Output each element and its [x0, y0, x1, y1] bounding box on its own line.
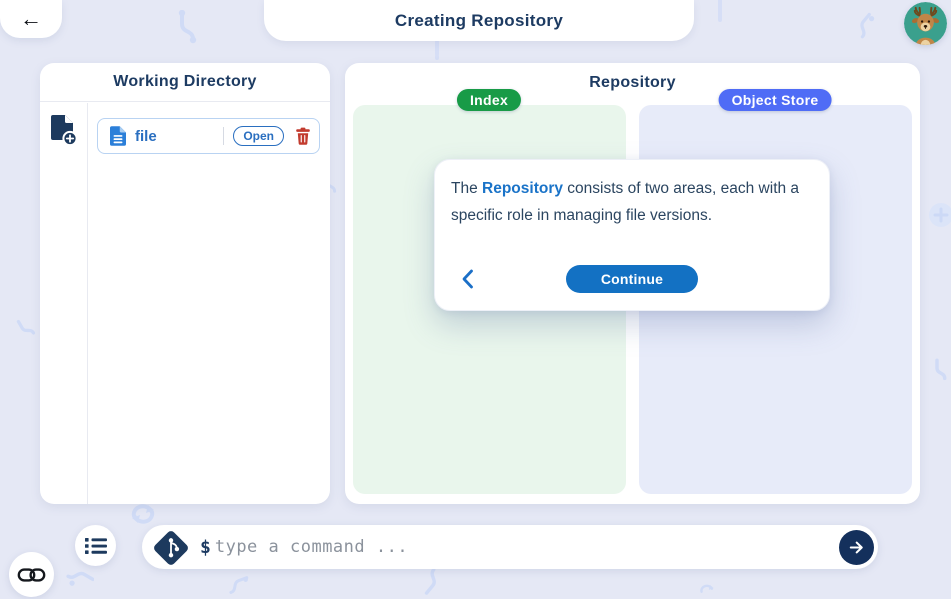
working-directory-body: file Open [40, 103, 330, 504]
link-button[interactable] [9, 552, 54, 597]
working-directory-panel: Working Directory [40, 63, 330, 504]
chevron-left-icon [462, 269, 473, 289]
command-bar: $ [142, 525, 878, 569]
open-file-button[interactable]: Open [233, 126, 284, 146]
background-doodle-branch [16, 319, 36, 335]
background-doodle-branch [424, 567, 436, 595]
add-file-icon [50, 115, 78, 147]
tutorial-previous-button[interactable] [458, 266, 477, 292]
tutorial-highlight: Repository [482, 180, 563, 197]
delete-file-button[interactable] [293, 127, 313, 145]
tutorial-popup: The Repository consists of two areas, ea… [434, 159, 830, 311]
index-badge: Index [456, 89, 522, 111]
background-doodle-refresh [131, 504, 155, 524]
tutorial-text-after: consists of two areas, each with a speci… [451, 180, 800, 224]
background-doodle-refresh [700, 584, 714, 593]
background-doodle-circle-plus [929, 203, 951, 227]
git-icon [154, 531, 188, 565]
command-list-button[interactable] [75, 525, 116, 566]
add-file-button[interactable] [49, 114, 79, 148]
arrow-right-icon [849, 541, 863, 553]
avatar[interactable] [904, 2, 947, 45]
divider [223, 127, 225, 145]
back-arrow-icon: ← [20, 6, 42, 31]
tutorial-text-before: The [451, 180, 483, 197]
file-name: file [135, 127, 157, 145]
deer-avatar-icon [904, 2, 947, 45]
background-doodle-branch [229, 576, 249, 594]
file-list: file Open [88, 103, 330, 504]
submit-command-button[interactable] [839, 529, 874, 565]
background-doodle-line [718, 0, 722, 22]
repository-title: Repository [589, 74, 676, 91]
page-title: Creating Repository [394, 10, 564, 30]
object-store-badge: Object Store [718, 89, 832, 111]
working-directory-rail [40, 103, 88, 504]
continue-button[interactable]: Continue [566, 265, 698, 293]
trash-icon [296, 127, 310, 145]
file-icon [110, 126, 126, 146]
tutorial-text: The Repository consists of two areas, ea… [435, 160, 829, 229]
chain-link-icon [17, 567, 46, 582]
back-button[interactable]: ← [0, 0, 62, 38]
background-doodle-branch [935, 358, 947, 381]
page-title-card: Creating Repository [264, 0, 694, 41]
list-icon [84, 537, 107, 554]
file-row: file Open [97, 118, 320, 154]
command-prompt: $ [200, 536, 211, 558]
working-directory-title: Working Directory [40, 63, 330, 102]
background-doodle-branch [66, 571, 94, 586]
tutorial-footer: Continue [435, 265, 829, 293]
background-doodle-branch [860, 12, 875, 39]
background-doodle-branch [178, 10, 197, 44]
background-doodle-line [435, 40, 439, 60]
command-input[interactable] [214, 537, 834, 557]
